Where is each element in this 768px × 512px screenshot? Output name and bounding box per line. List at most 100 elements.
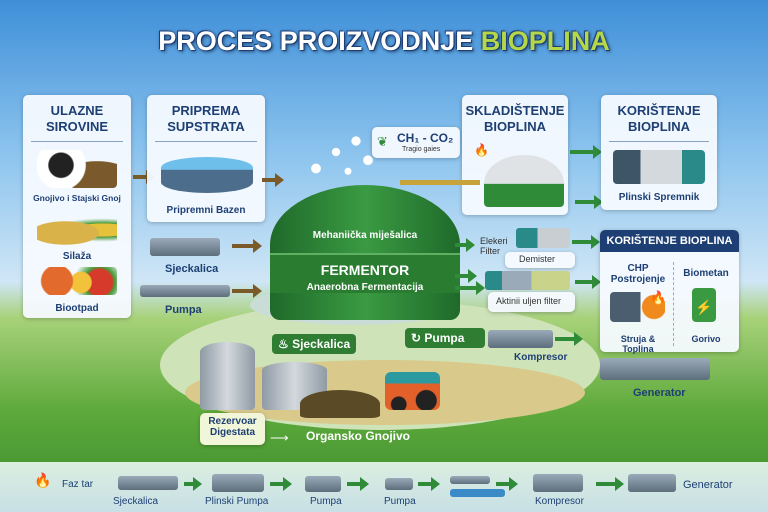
input-silage: Silaža [62,251,92,262]
shredder-machine [150,238,220,256]
shredder-badge-label: Sjeckalica [292,337,351,351]
strip-item: Sjeckalica [113,496,159,507]
use-top-heading-2: BIOPLINA [627,119,691,134]
chp-label: CHP [627,263,649,274]
electric-filter-label: Elekeri Filter [480,236,514,256]
inputs-heading-2: SIROVINE [45,119,109,134]
oil-filter-machine [485,271,570,290]
strip-item: Kompresor [535,496,584,507]
chp-plant-image [610,292,665,322]
oil-filter-box: Aktinii uljen filter [488,292,575,312]
strip-machine [118,476,178,490]
shredder-badge: ♨ Sjeckalica [272,334,357,354]
arrow [575,275,601,289]
divider [609,141,709,142]
chp-output-label: Struja & Toplina [620,334,656,354]
oil-filter-label: Aktinii uljen filter [496,296,562,306]
strip-machine [533,474,583,492]
fermentor-label: FERMENTOR [320,262,410,278]
strip-machine [385,478,413,490]
leaf-icon: ❦ [377,134,388,149]
arrow [184,477,202,491]
strip-item: Plinski Pumpa [205,496,269,507]
arrow [496,477,518,491]
flame-icon: 🔥 [474,143,489,157]
storage-heading-2: BIOPLINA [483,119,547,134]
tractor-icon [385,372,440,410]
shredder-label: Sjeckalica [165,263,219,275]
gas-pipe [400,180,480,185]
arrow: ⟶ [270,430,289,445]
fertilizer-label: Organsko Gnojivo [306,429,411,443]
arrow [262,173,284,187]
digestate-label-2: Digestata [209,427,255,438]
arrow [232,239,262,253]
demister-label: Demister [519,254,556,264]
silage-image [37,215,117,245]
page-title: PROCES PROIZVODNJE BIOPLINA [0,26,768,57]
gas-formula: CH₁ - CO₂ [397,131,454,145]
strip-machine [628,474,676,492]
gas-composition-badge: ❦ CH₁ - CO₂ Tragio gaies [372,127,460,158]
fermentor-process: Anaerobna Fermentacija [306,282,424,293]
gas-subtitle: Tragio gaies [402,146,441,153]
arrow [570,145,602,159]
title-main: PROCES PROIZVODNJE [158,26,474,56]
arrow [455,238,475,252]
biomethane-label: Biometan [683,268,729,279]
mixer-label: Mehaniička miješalica [312,230,418,241]
process-strip: 🔥 Faz tar Sjeckalica Plinski Pumpa Pumpa… [0,462,768,512]
strip-machine [212,474,264,492]
gas-storage-building-image [613,150,705,184]
divider [673,262,674,346]
pump-badge: ↻ Pumpa [405,328,485,348]
arrow [133,170,155,184]
compressor-machine [488,330,553,348]
arrow [555,332,583,346]
electric-filter-text: Elekeri Filter [480,236,508,256]
fuel-pump-icon: ⚡ [692,288,716,322]
divider [155,141,257,142]
fermentor-band [270,253,460,293]
arrow [455,269,477,283]
arrow [572,235,600,249]
biowaste-image [37,267,117,295]
title-highlight: BIOPLINA [480,26,610,56]
fire-icon: 🔥 [650,290,667,305]
strip-item: Generator [683,479,733,491]
arrow [575,195,603,209]
input-biowaste: Biootpad [55,303,99,314]
arrow [596,477,624,491]
compost-pile [300,390,380,418]
pump-badge-label: Pumpa [424,331,465,345]
digestate-label-1: Rezervoar [208,416,257,427]
arrow [418,477,440,491]
pump-machine [140,285,230,297]
compressor-label: Kompresor [514,352,568,363]
demister-box: Demister [505,252,575,268]
generator-machine [600,358,710,380]
prep-heading-2: SUPSTRATA [167,119,245,134]
strip-item: Pumpa [384,496,416,507]
strip-item: Pumpa [310,496,342,507]
use-main-heading: KORIŠTENJE BIOPLINA [600,230,739,252]
arrow [347,477,369,491]
prep-tank-image [161,157,253,193]
arrow [232,284,262,298]
digestate-tank-large [200,342,255,410]
arrow [270,477,292,491]
strip-flare-label: Faz tar [62,479,94,490]
storage-heading: SKLADIŠTENJE [465,103,565,118]
demister-machine [516,228,570,248]
flare-icon: 🔥 [34,472,52,488]
pump-label: Pumpa [165,304,202,316]
strip-pipe [450,489,505,497]
flame-icon: ♨ [278,337,293,351]
